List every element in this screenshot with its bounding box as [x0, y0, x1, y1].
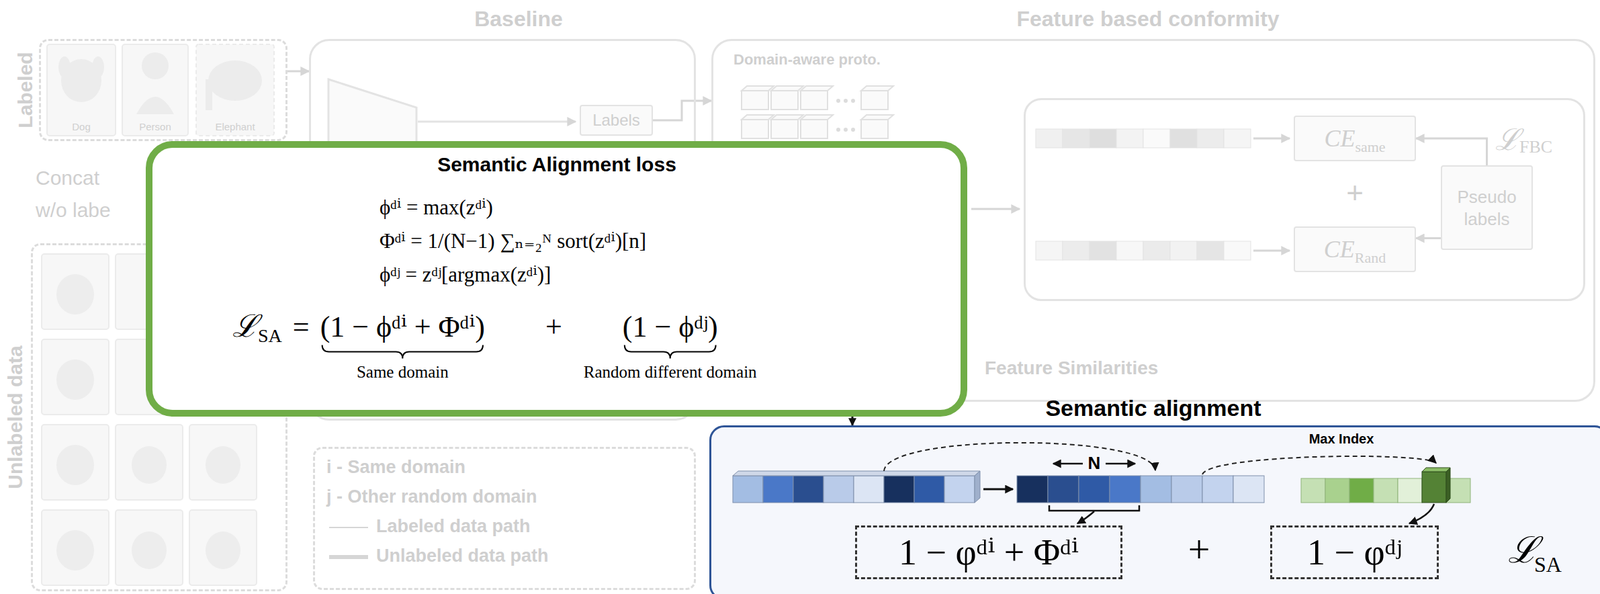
- ellipsis-dots: [836, 98, 856, 132]
- plus-sign: +: [1188, 527, 1211, 571]
- text-stack: 1 − φᵈʲ: [1307, 531, 1402, 573]
- n-span-arrow: [1105, 462, 1136, 465]
- annotation: Concat: [35, 166, 100, 190]
- loss-subscript: Rand: [1354, 249, 1386, 267]
- loss-definition-panel: ℒSA = (1 − ϕᵈⁱ + Φᵈⁱ) + (1 − ϕᵈʲ) Semantic Al…: [145, 141, 968, 417]
- equals-sign: =: [292, 310, 310, 345]
- legend-thin-line: [329, 526, 369, 528]
- loss-subscript: SA: [1534, 552, 1562, 577]
- legend-text: j - Other random domain: [326, 486, 538, 508]
- connector: [1415, 138, 1488, 166]
- section-title: Baseline: [474, 6, 563, 32]
- alignment-illustration: [709, 425, 1600, 594]
- feature-bar: [1035, 128, 1251, 260]
- other-domain-term-box: 1 − φᵈʲ: [1270, 525, 1439, 580]
- term-caption: Same domain: [356, 362, 449, 382]
- sub-heading: Feature Similarities: [984, 357, 1159, 379]
- text-stack: CEsame: [1323, 124, 1386, 153]
- prototype-cubes: [741, 85, 894, 139]
- plus-sign: +: [1346, 175, 1364, 210]
- legend-text: Unlabeled data path: [376, 545, 549, 567]
- loss-symbol: ℒ: [1495, 118, 1521, 159]
- connector: [851, 416, 854, 426]
- n-bracket: [1049, 505, 1140, 511]
- legend-text: i - Same domain: [326, 456, 466, 478]
- term-caption: Random different domain: [583, 362, 758, 382]
- panel-title: Semantic alignment: [1045, 394, 1261, 422]
- connector: [1415, 237, 1441, 240]
- feature-similarity-panel: ℒFBC+CEsameCERandPseudo labels: [1023, 98, 1586, 301]
- max-index-arc: [1202, 456, 1437, 475]
- span-label: N: [1088, 454, 1101, 472]
- loss-name: CE: [1323, 235, 1355, 264]
- sub-heading: Domain-aware proto.: [733, 51, 881, 69]
- loss-subscript: FBC: [1519, 137, 1553, 158]
- connector: [287, 70, 309, 73]
- loss-subscript: SA: [257, 325, 283, 347]
- feature-vector: [732, 470, 981, 503]
- sort-arrow: [983, 488, 1013, 491]
- labeled-images: [47, 44, 275, 136]
- bar-link: [1253, 137, 1290, 140]
- panel-title: Semantic Alignment loss: [437, 153, 677, 176]
- annotation: Max Index: [1309, 431, 1375, 447]
- max-mapping-arc: [883, 442, 1156, 471]
- section-title: Feature based conformity: [1016, 6, 1279, 32]
- text-stack: 1 − φᵈⁱ + Φᵈⁱ: [898, 531, 1079, 573]
- plus-sign: +: [545, 310, 563, 345]
- underbrace: [322, 345, 483, 359]
- annotation: w/o labe: [35, 198, 111, 222]
- legend-text: Labeled data path: [376, 515, 531, 537]
- image-caption: Person: [139, 120, 172, 133]
- same-domain-term-box: 1 − φᵈⁱ + Φᵈⁱ: [855, 525, 1123, 580]
- underbrace-layer: [145, 141, 968, 417]
- box-label: Pseudo labels: [1450, 186, 1525, 230]
- loss-symbol: ℒ: [1507, 530, 1539, 571]
- image-caption: Dog: [71, 120, 91, 133]
- image-caption: Elephant: [214, 120, 255, 133]
- equation-term: (1 − ϕᵈʲ): [622, 310, 719, 345]
- equation: ϕᵈⁱ = max(zᵈⁱ): [379, 194, 494, 220]
- math-term: 1 − φᵈⁱ + Φᵈⁱ: [898, 531, 1079, 573]
- underbrace: [624, 345, 717, 359]
- loss-box: CERand: [1293, 226, 1416, 273]
- sorted-vector: [1016, 475, 1265, 503]
- loss-box: CEsame: [1293, 115, 1416, 162]
- text-stack: CERand: [1323, 235, 1386, 264]
- loss-subscript: same: [1354, 138, 1386, 156]
- group-heading: Unlabeled data: [4, 345, 27, 489]
- selected-cell: [1421, 467, 1451, 503]
- legend-box: i - Same domain j - Other random domainLa…: [313, 446, 696, 590]
- equation: Φᵈⁱ = 1/(N−1) ∑ₙ₌₂ᴺ sort(zᵈⁱ)[n]: [379, 228, 647, 254]
- n-span-arrow: [1053, 462, 1083, 465]
- labels-box: Labels: [579, 104, 653, 136]
- text-stack: Labels: [592, 110, 641, 130]
- loss-name: CE: [1323, 124, 1355, 153]
- equation-row: ℒSA = (1 − ϕᵈⁱ + Φᵈⁱ) + (1 − ϕᵈʲ): [232, 308, 719, 345]
- equation: ϕᵈʲ = zᵈʲ[argmax(zᵈⁱ)]: [379, 261, 551, 287]
- semantic-alignment-panel: Semantic alignmentMax IndexN+ℒSA1 − φᵈⁱ …: [709, 425, 1600, 594]
- feature-link: [971, 208, 1020, 211]
- loss-symbol: ℒ: [232, 308, 258, 345]
- encoder-link: [417, 120, 576, 123]
- text-stack: Pseudo labels: [1450, 186, 1525, 230]
- equation-term: (1 − ϕᵈⁱ + Φᵈⁱ): [320, 310, 485, 345]
- selected-cell-arrow: [1409, 503, 1435, 524]
- connector: [652, 100, 712, 121]
- pseudo-labels-box: Pseudo labels: [1440, 165, 1533, 250]
- bar-link: [1253, 249, 1290, 252]
- math-term: 1 − φᵈʲ: [1307, 531, 1402, 573]
- image-figures: [58, 52, 262, 115]
- box-label: Labels: [592, 110, 641, 130]
- group-heading: Labeled: [14, 51, 37, 128]
- legend-thick-line: [329, 554, 369, 559]
- bracket-arrow: [1077, 511, 1095, 524]
